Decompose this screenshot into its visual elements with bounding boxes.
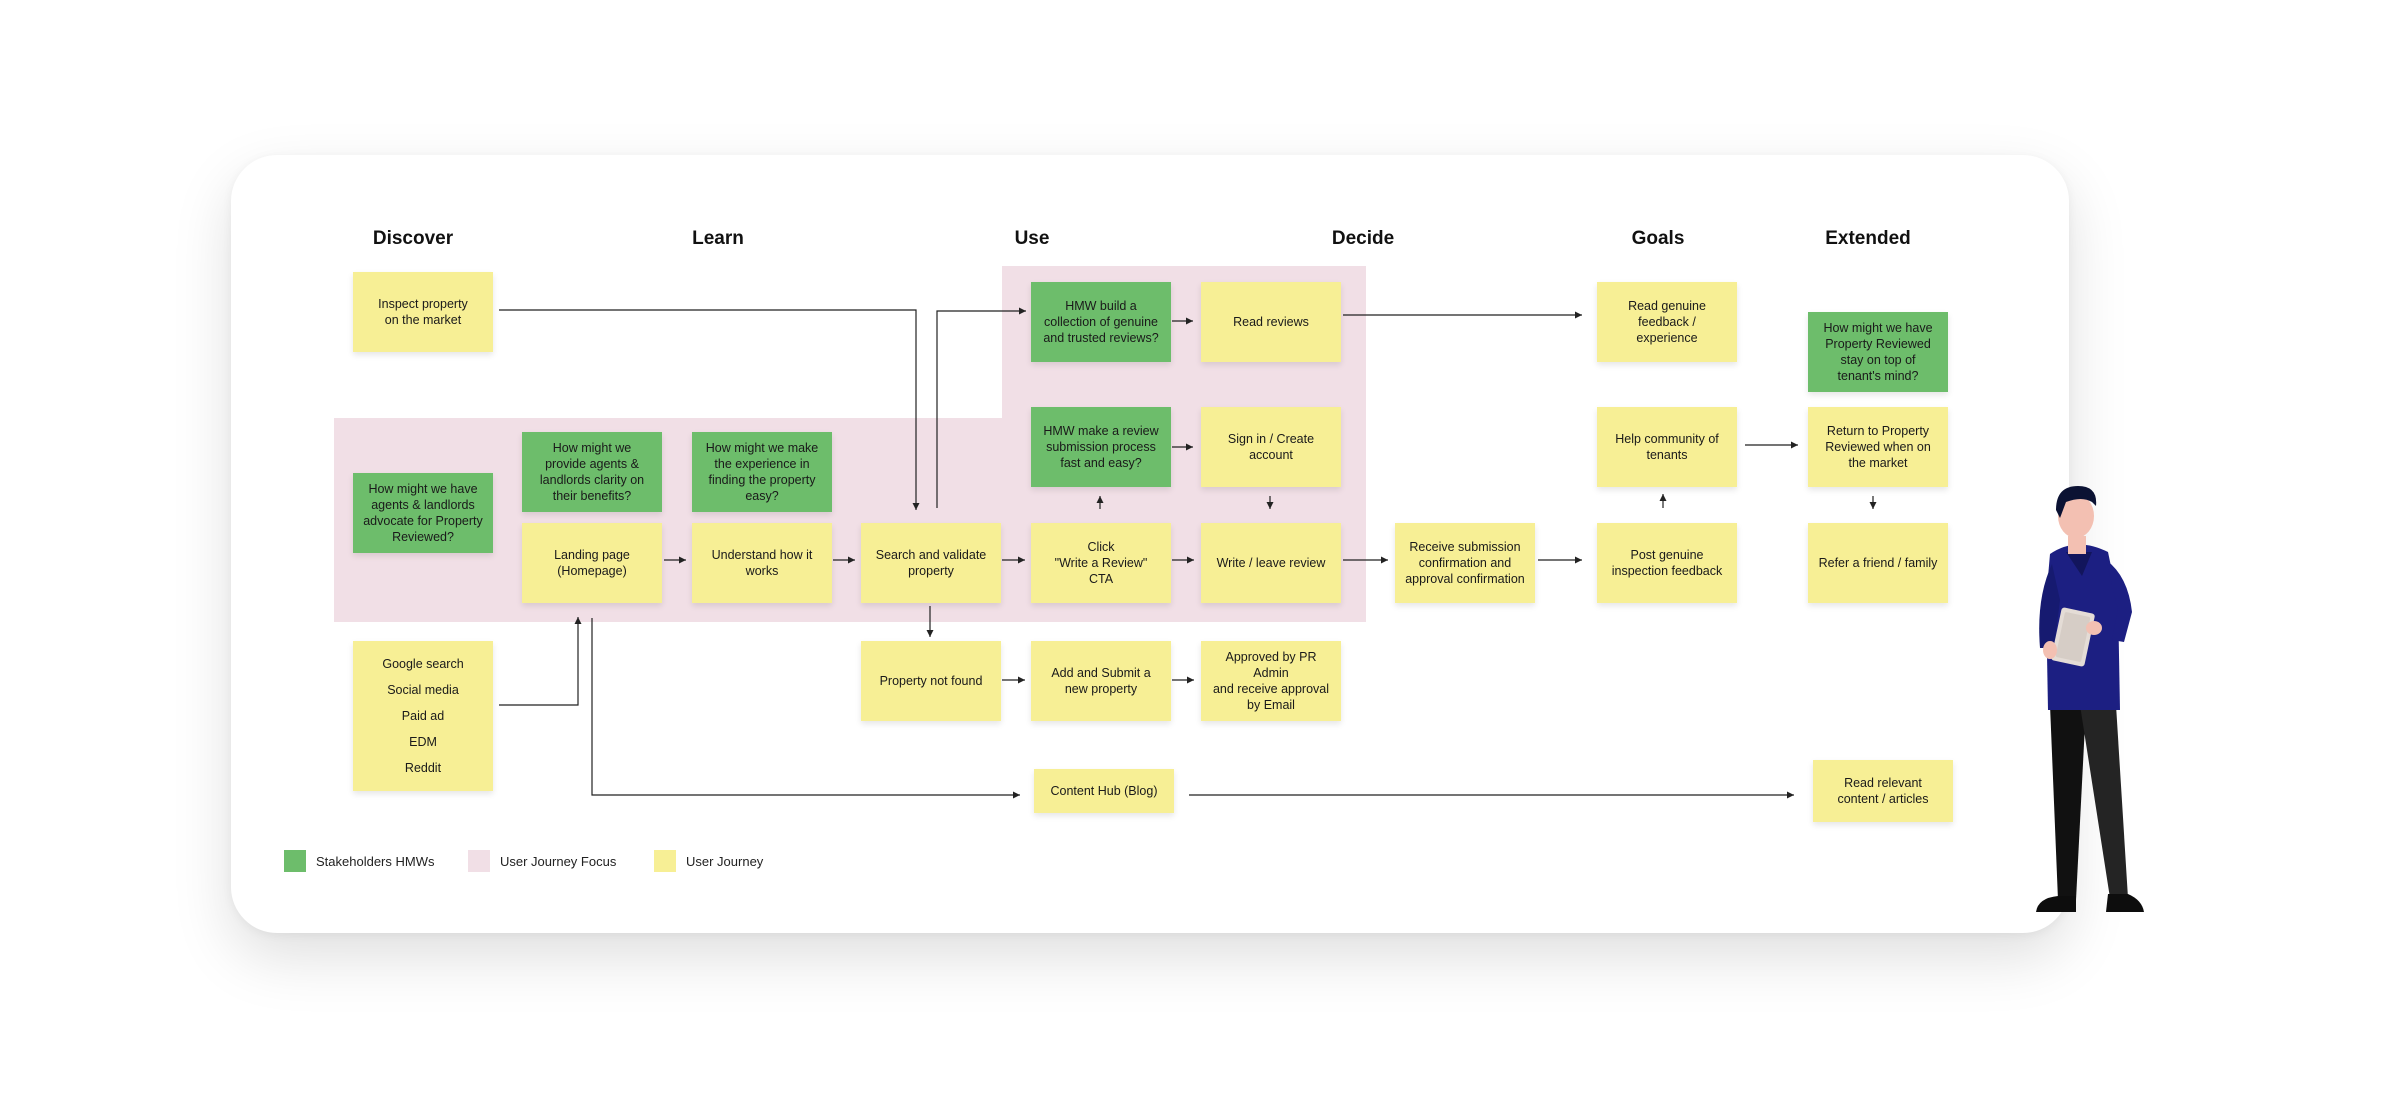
note-click-cta: Click "Write a Review" CTA <box>1031 523 1171 603</box>
note-read-genuine: Read genuine feedback / experience <box>1597 282 1737 362</box>
note-content-hub: Content Hub (Blog) <box>1034 769 1174 813</box>
note-hmw-advocate: How might we have agents & landlords adv… <box>353 473 493 553</box>
legend-swatch <box>284 850 306 872</box>
note-sign-in: Sign in / Create account <box>1201 407 1341 487</box>
note-landing-page: Landing page (Homepage) <box>522 523 662 603</box>
person-illustration <box>2036 486 2144 912</box>
stage-discover: Discover <box>372 228 454 249</box>
legend-swatch <box>468 850 490 872</box>
legend-label: User Journey <box>686 853 764 869</box>
note-return-to: Return to Property Reviewed when on the … <box>1808 407 1948 487</box>
stage-learn: Learn <box>692 228 744 249</box>
note-hmw-submission: HMW make a review submission process fas… <box>1031 407 1171 487</box>
channel-item: Google search <box>382 657 464 671</box>
note-write-review: Write / leave review <box>1201 523 1341 603</box>
legend-label: Stakeholders HMWs <box>316 853 435 869</box>
stage-decide: Decide <box>1331 228 1395 249</box>
note-hmw-clarity: How might we provide agents & landlords … <box>522 432 662 512</box>
note-understand: Understand how it works <box>692 523 832 603</box>
stage-extended: Extended <box>1825 228 1911 249</box>
legend-item-journey: User Journey <box>654 850 763 872</box>
legend-label: User Journey Focus <box>500 853 617 869</box>
note-help-community: Help community of tenants <box>1597 407 1737 487</box>
legend-item-focus: User Journey Focus <box>468 850 616 872</box>
note-inspect-property: Inspect property on the market <box>353 272 493 352</box>
note-approved: Approved by PR Admin and receive approva… <box>1201 641 1341 721</box>
note-hmw-collection: HMW build a collection of genuine and tr… <box>1031 282 1171 362</box>
note-receive-submission: Receive submission confirmation and appr… <box>1395 523 1535 603</box>
stage-use: Use <box>1014 228 1050 249</box>
channel-item: Reddit <box>404 761 442 775</box>
note-refer-friend: Refer a friend / family <box>1808 523 1948 603</box>
stage-goals: Goals <box>1631 228 1685 249</box>
note-read-relevant: Read relevant content / articles <box>1813 760 1953 822</box>
note-read-reviews: Read reviews <box>1201 282 1341 362</box>
legend-swatch <box>654 850 676 872</box>
legend-item-hmws: Stakeholders HMWs <box>284 850 434 872</box>
channel-item: Social media <box>387 683 459 697</box>
note-post-genuine: Post genuine inspection feedback <box>1597 523 1737 603</box>
focus-region-main <box>334 418 1366 622</box>
channels-list: Google search Social media Paid ad EDM R… <box>353 641 493 791</box>
note-property-not-found: Property not found <box>861 641 1001 721</box>
note-hmw-top-of-mind: How might we have Property Reviewed stay… <box>1808 312 1948 392</box>
note-hmw-experience: How might we make the experience in find… <box>692 432 832 512</box>
note-add-submit: Add and Submit a new property <box>1031 641 1171 721</box>
channel-item: Paid ad <box>401 709 445 723</box>
note-search-validate: Search and validate property <box>861 523 1001 603</box>
channel-item: EDM <box>409 735 437 749</box>
